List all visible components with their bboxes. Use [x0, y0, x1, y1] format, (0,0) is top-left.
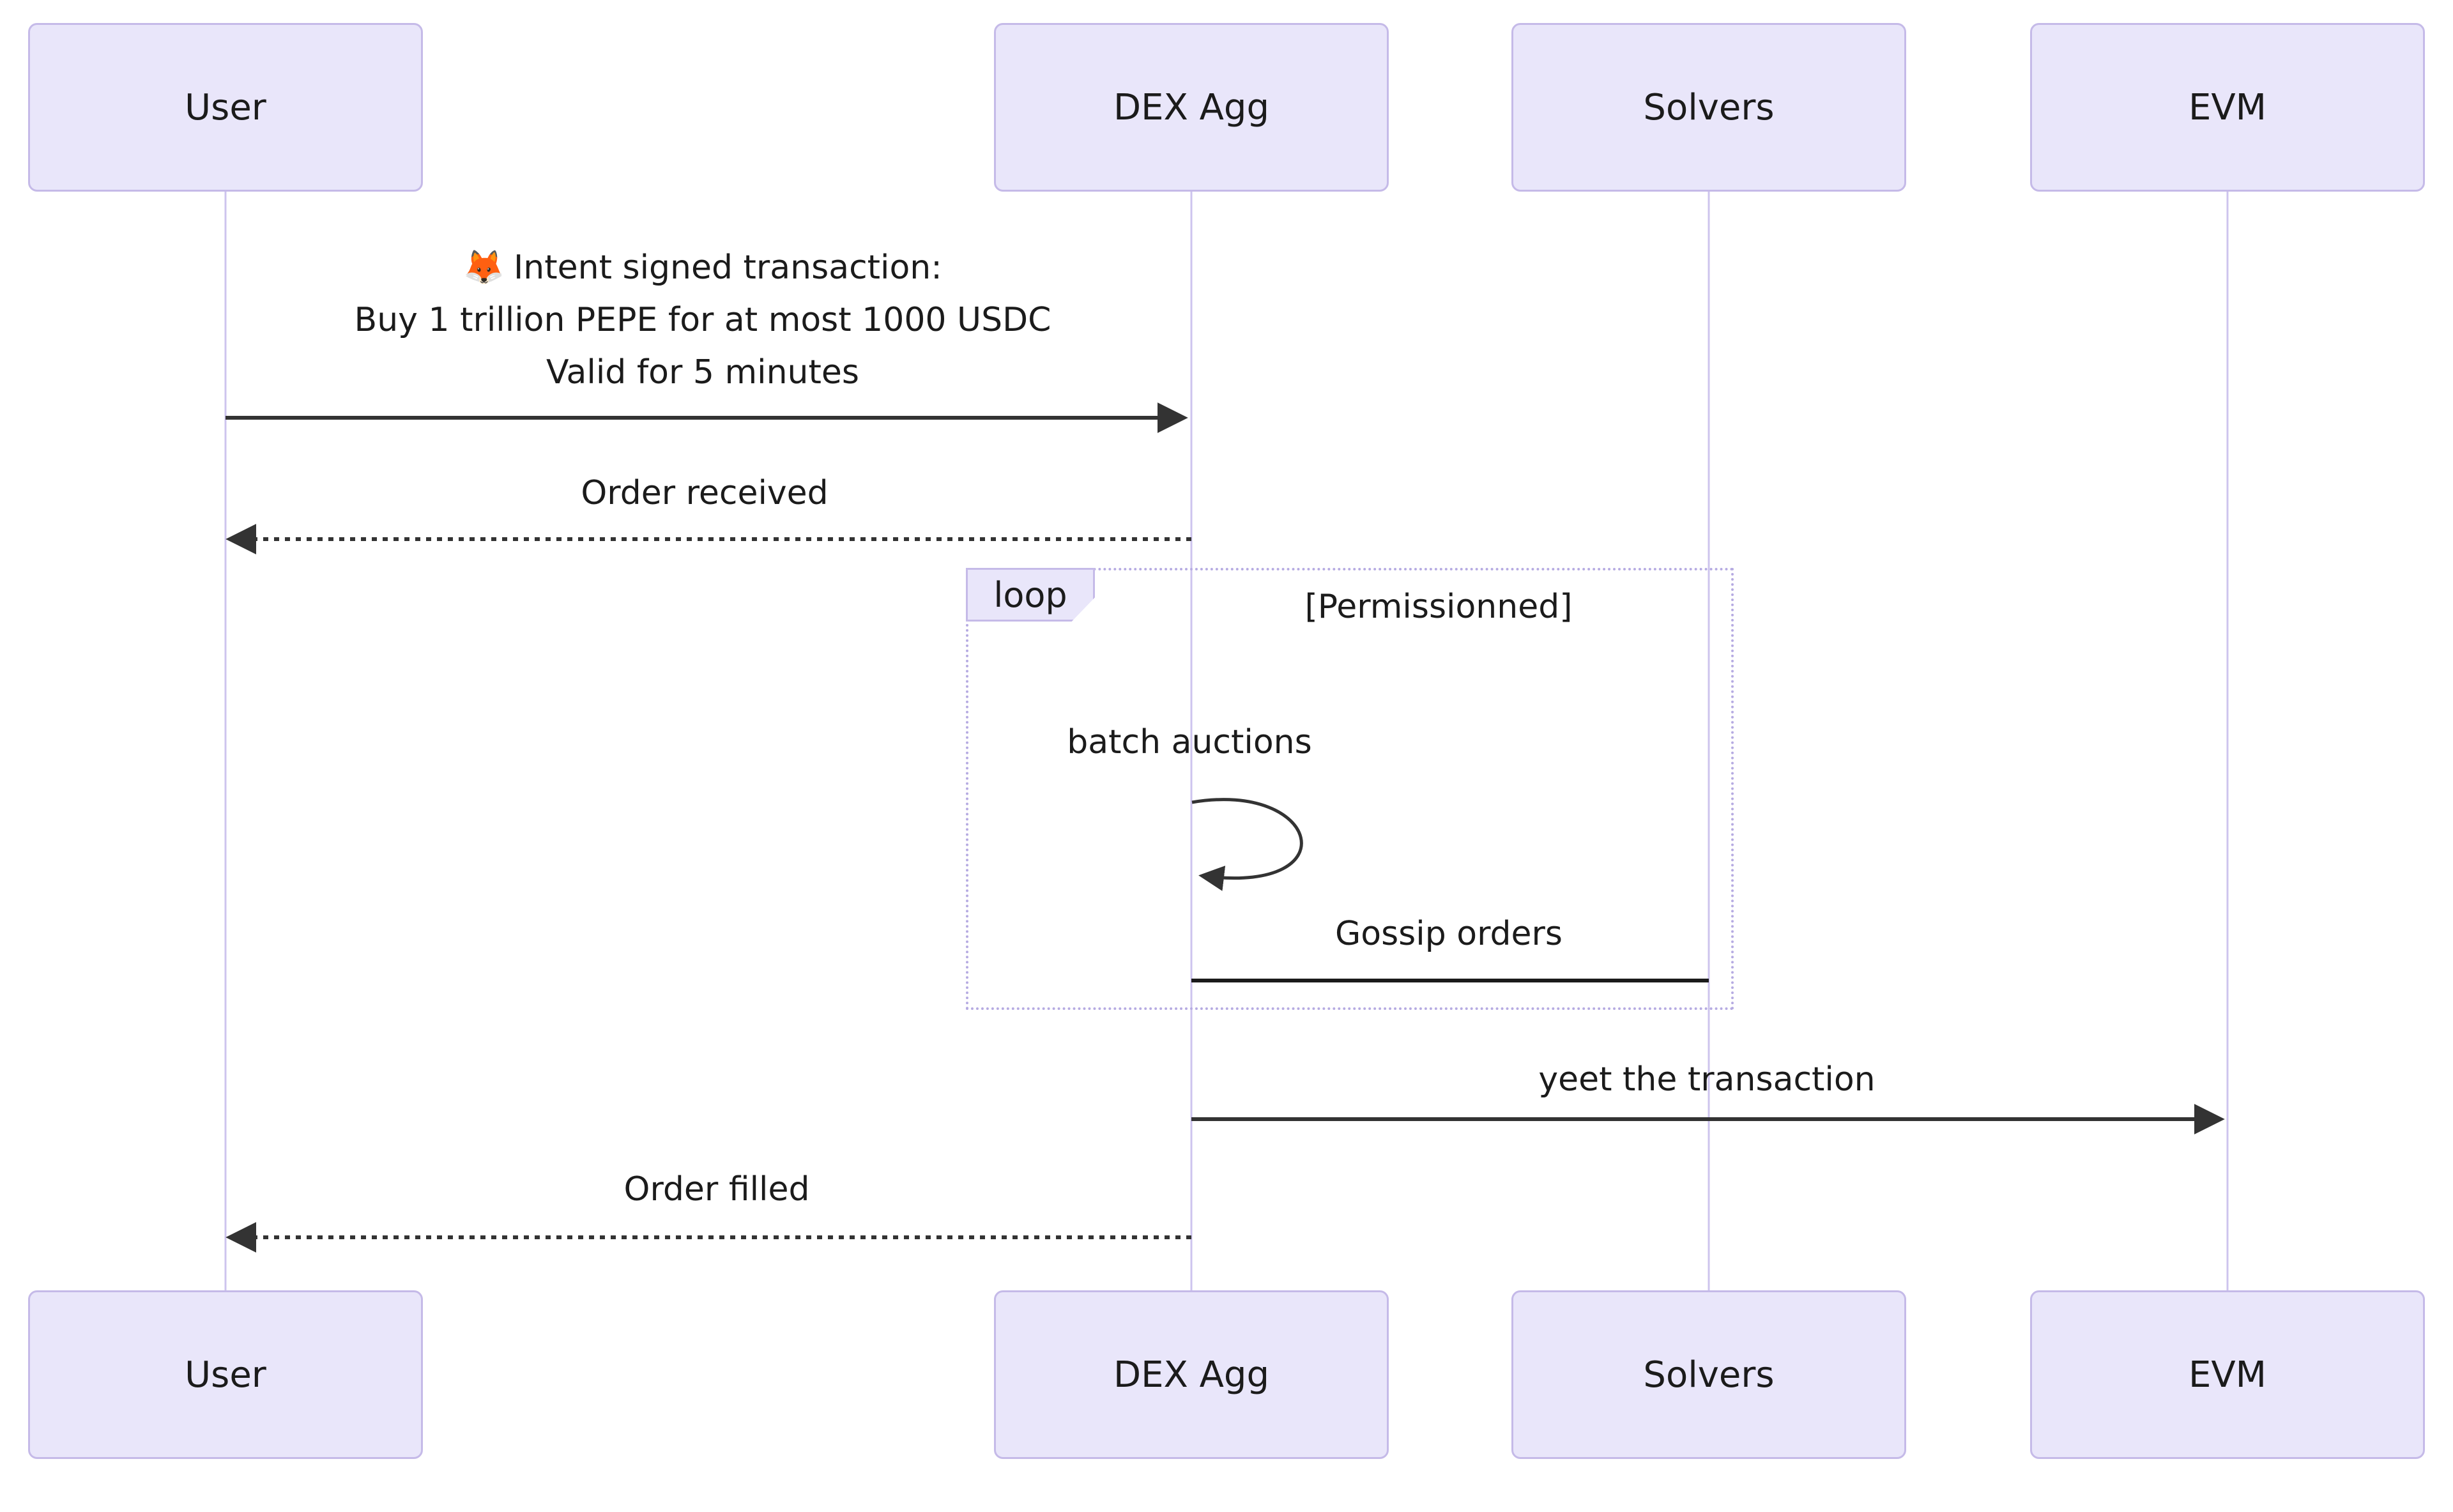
actor-user-top: User [28, 23, 423, 192]
actor-user-label: User [185, 86, 266, 128]
actor-evm-label: EVM [2188, 86, 2266, 128]
actor-evm-top: EVM [2030, 23, 2425, 192]
message-intent-signed-transaction: 🦊Intent signed transaction: Buy 1 trilli… [355, 241, 1051, 399]
actor-solvers-top: Solvers [1511, 23, 1906, 192]
message-yeet-the-transaction: yeet the transaction [1538, 1060, 1876, 1099]
loop-fragment-tag: loop [966, 568, 1095, 622]
actor-dex-agg-bottom: DEX Agg [994, 1290, 1389, 1459]
message-intent-line-2: Buy 1 trillion PEPE for at most 1000 USD… [354, 301, 1051, 339]
message-batch-auctions: batch auctions [1067, 723, 1312, 761]
actor-solvers-label: Solvers [1643, 1354, 1775, 1396]
message-order-filled: Order filled [623, 1170, 810, 1209]
loop-fragment-condition: [Permissionned] [1304, 588, 1573, 626]
arrow-batch-auctions-self-loop [1191, 798, 1303, 891]
actor-evm-bottom: EVM [2030, 1290, 2425, 1459]
actor-user-label: User [185, 1354, 266, 1396]
message-intent-line-3: Valid for 5 minutes [546, 353, 859, 392]
message-order-received: Order received [581, 474, 829, 512]
actor-evm-label: EVM [2188, 1354, 2266, 1396]
message-intent-line-1-text: Intent signed transaction: [513, 248, 942, 287]
loop-fragment-label: loop [993, 574, 1067, 615]
actor-solvers-bottom: Solvers [1511, 1290, 1906, 1459]
actor-dex-agg-label: DEX Agg [1113, 1354, 1270, 1396]
message-intent-line-1: 🦊Intent signed transaction: [355, 241, 1051, 294]
loop-fragment-box [966, 568, 1734, 1010]
actor-dex-agg-top: DEX Agg [994, 23, 1389, 192]
actor-user-bottom: User [28, 1290, 423, 1459]
actor-solvers-label: Solvers [1643, 86, 1775, 128]
message-gossip-orders: Gossip orders [1334, 915, 1563, 953]
fox-emoji-icon: 🦊 [463, 248, 505, 287]
actor-dex-agg-label: DEX Agg [1113, 86, 1270, 128]
